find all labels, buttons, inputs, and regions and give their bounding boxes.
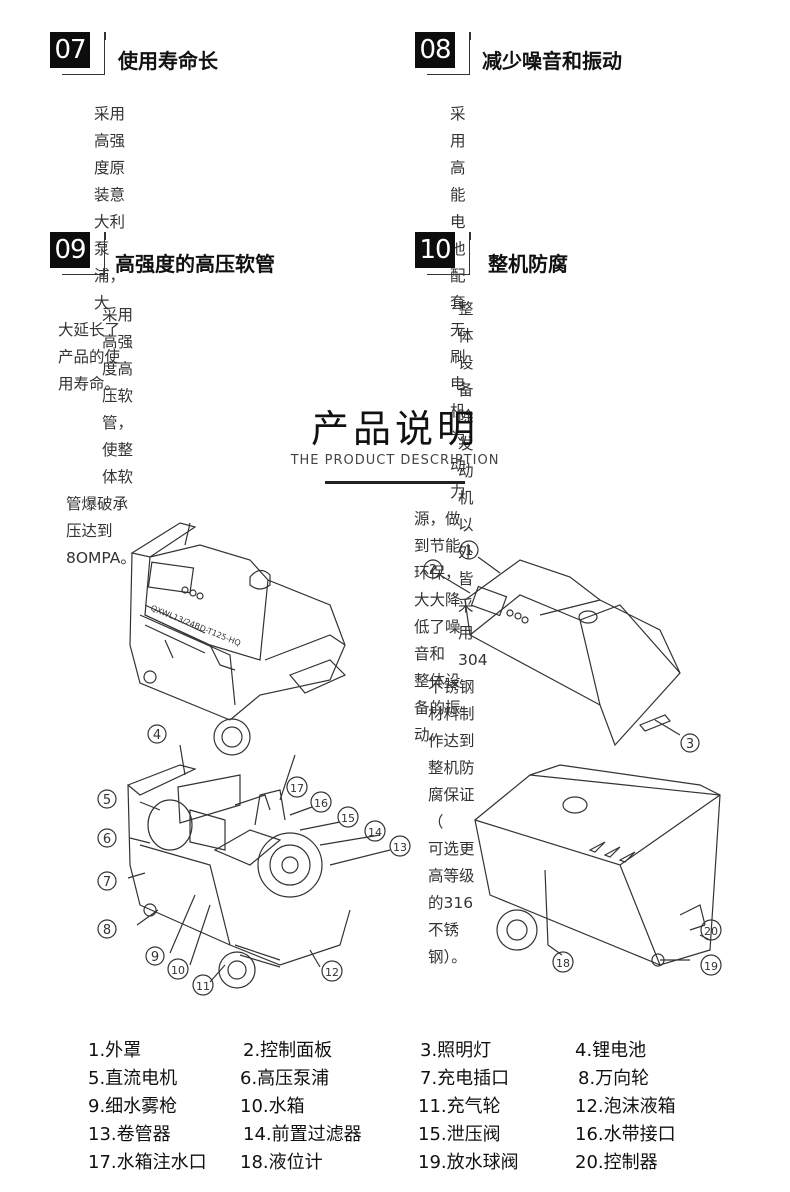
svg-text:9: 9 <box>151 950 159 965</box>
part-item: 15.泄压阀 <box>418 1124 501 1145</box>
svg-text:2: 2 <box>429 563 437 578</box>
svg-text:6: 6 <box>103 832 111 847</box>
part-item: 8.万向轮 <box>578 1068 650 1089</box>
part-item: 19.放水球阀 <box>418 1152 519 1173</box>
svg-text:15: 15 <box>341 812 355 825</box>
callout-13: 13 <box>389 835 411 857</box>
svg-text:19: 19 <box>704 960 718 973</box>
part-item: 4.锂电池 <box>575 1040 647 1061</box>
desc-line: 不锈钢材料制作达到整机防腐保证（ <box>428 678 475 831</box>
svg-text:3: 3 <box>686 737 694 752</box>
unit-front-view <box>129 522 347 756</box>
desc-line: 采用高能电池配套无刷电机为动力 <box>450 105 466 501</box>
feature-description: 采用高强度原装意大利泵浦，大 大延长了产品的使用寿命。 <box>58 101 125 398</box>
callout-18: 18 <box>552 951 574 973</box>
callout-17: 17 <box>286 776 308 798</box>
part-item: 6.高压泵浦 <box>240 1068 330 1089</box>
feature-title: 高强度的高压软管 <box>115 252 275 276</box>
svg-text:10: 10 <box>171 964 185 977</box>
svg-text:1: 1 <box>465 544 473 559</box>
svg-text:5: 5 <box>103 793 111 808</box>
desc-line: 整体设备除发动机以外皆采用304 <box>458 300 488 669</box>
callout-11: 11 <box>192 974 214 996</box>
desc-line: 采用高强度高压软管，使整体软 <box>102 306 134 486</box>
callout-8: 8 <box>97 919 117 939</box>
part-item: 12.泡沫液箱 <box>575 1096 676 1117</box>
svg-text:12: 12 <box>325 966 339 979</box>
feature-description: 采用高能电池配套无刷电机为动力 源，做到节能环保，大大降低了噪音和 整体设备的振… <box>414 101 466 749</box>
svg-text:20: 20 <box>704 925 718 938</box>
part-item: 14.前置过滤器 <box>243 1124 362 1145</box>
svg-text:14: 14 <box>368 826 382 839</box>
desc-line: 源，做到节能环保，大大降低了噪音和 <box>414 510 461 663</box>
feature-number-badge: 10 <box>415 232 471 275</box>
svg-text:17: 17 <box>290 782 304 795</box>
part-item: 10.水箱 <box>240 1096 305 1117</box>
feature-number-badge: 09 <box>50 232 106 275</box>
section-subtitle: THE PRODUCT DESCRIPTION <box>290 453 500 468</box>
callout-1: 1 <box>459 540 479 560</box>
desc-line: 采用高强度原装意大利泵浦，大 <box>94 105 126 312</box>
callout-7: 7 <box>97 871 117 891</box>
callout-2: 2 <box>423 559 443 579</box>
desc-line: 可选更高等级的316不锈钢）。 <box>428 840 475 966</box>
callout-6: 6 <box>97 828 117 848</box>
part-item: 13.卷管器 <box>88 1124 171 1145</box>
svg-text:11: 11 <box>196 980 210 993</box>
desc-line: 整体设备的振动。 <box>414 672 461 744</box>
callout-3: 3 <box>680 733 700 753</box>
internal-view <box>126 744 391 989</box>
feature-title: 整机防腐 <box>488 252 568 276</box>
part-item: 2.控制面板 <box>243 1040 333 1061</box>
callout-14: 14 <box>364 820 386 842</box>
part-item: 3.照明灯 <box>420 1040 492 1061</box>
feature-number: 10 <box>415 232 455 268</box>
feature-number: 07 <box>50 32 90 68</box>
svg-text:8: 8 <box>103 923 111 938</box>
part-item: 16.水带接口 <box>575 1124 676 1145</box>
callout-5: 5 <box>97 789 117 809</box>
feature-title: 减少噪音和振动 <box>482 49 622 73</box>
svg-text:13: 13 <box>393 841 407 854</box>
svg-text:4: 4 <box>153 728 161 743</box>
feature-number: 08 <box>415 32 455 68</box>
callout-16: 16 <box>310 791 332 813</box>
rear-view <box>474 764 721 967</box>
part-item: 11.充气轮 <box>418 1096 501 1117</box>
callout-9: 9 <box>145 946 165 966</box>
callout-10: 10 <box>167 958 189 980</box>
feature-description: 整体设备除发动机以外皆采用304 不锈钢材料制作达到整机防腐保证（ 可选更高等级… <box>428 296 488 971</box>
callout-12: 12 <box>321 960 343 982</box>
callout-19: 19 <box>700 954 722 976</box>
callout-20: 20 <box>700 919 722 941</box>
callout-markers: 1 2 3 4 5 6 7 8 9 10 11 12 13 14 15 16 1… <box>97 540 722 996</box>
feature-title: 使用寿命长 <box>118 49 218 73</box>
svg-text:7: 7 <box>103 875 111 890</box>
feature-description: 采用高强度高压软管，使整体软 管爆破承压达到8OMPA。 <box>66 302 136 572</box>
part-item: 20.控制器 <box>575 1152 658 1173</box>
part-item: 5.直流电机 <box>88 1068 178 1089</box>
part-item: 7.充电插口 <box>420 1068 510 1089</box>
part-item: 1.外罩 <box>88 1040 142 1061</box>
svg-text:18: 18 <box>556 957 570 970</box>
callout-15: 15 <box>337 806 359 828</box>
feature-number-badge: 07 <box>50 32 106 75</box>
cover-view <box>439 556 681 747</box>
svg-text:16: 16 <box>314 797 328 810</box>
callout-4: 4 <box>147 724 167 744</box>
part-item: 17.水箱注水口 <box>88 1152 207 1173</box>
desc-line: 管爆破承压达到8OMPA。 <box>66 495 136 567</box>
part-item: 9.细水雾枪 <box>88 1096 178 1117</box>
feature-number: 09 <box>50 232 90 268</box>
section-title: 产品说明 <box>310 407 479 451</box>
product-diagram: QXWL13/24BD-T125-HQ <box>97 522 722 996</box>
section-divider <box>325 481 465 484</box>
feature-number-badge: 08 <box>415 32 471 75</box>
part-item: 18.液位计 <box>240 1152 323 1173</box>
desc-line: 大延长了产品的使用寿命。 <box>58 321 121 393</box>
